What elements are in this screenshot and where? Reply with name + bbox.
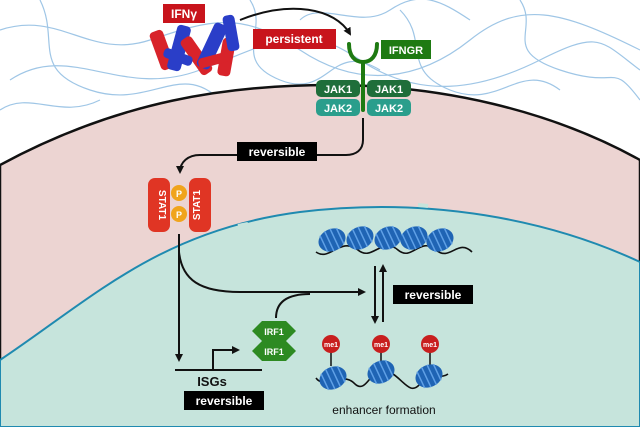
jak1-left-label: JAK1 xyxy=(324,84,352,96)
nucleosome xyxy=(318,227,346,253)
isg-promoter-arrow xyxy=(212,346,240,370)
reversible-label-1: reversible xyxy=(249,145,306,159)
stat1-right xyxy=(189,178,211,232)
nucleosome xyxy=(415,363,443,389)
phospho-top xyxy=(171,185,187,201)
me1-mark xyxy=(322,335,340,353)
enhancer-formation-label: enhancer formation xyxy=(332,403,435,417)
stat1-left xyxy=(148,178,170,232)
reversible-label-3: reversible xyxy=(405,288,462,302)
phospho-bottom xyxy=(171,206,187,222)
closed-chromatin xyxy=(318,225,454,253)
stat-to-chromatin-arrow xyxy=(178,251,366,296)
phospho-bottom-label: P xyxy=(176,210,182,220)
jak2-left xyxy=(316,99,360,116)
persistent-label-box xyxy=(253,29,336,49)
nucleus xyxy=(0,206,640,428)
irf1-top xyxy=(252,321,296,341)
me1-label: me1 xyxy=(423,342,437,349)
phospho-top-label: P xyxy=(176,189,182,199)
jak-to-stat-arrow xyxy=(176,118,364,174)
jak2-left-label: JAK2 xyxy=(324,103,352,115)
nucleosome xyxy=(374,225,402,251)
irf1-to-chromatin-arrow xyxy=(275,293,311,319)
me1-label: me1 xyxy=(374,342,388,349)
jak2-right xyxy=(367,99,411,116)
reversible-label-2: reversible xyxy=(196,394,253,408)
nucleosome xyxy=(319,365,347,391)
jak2-right-label: JAK2 xyxy=(375,103,403,115)
irf1-dimer: IRF1 IRF1 xyxy=(252,321,296,361)
nucleosome xyxy=(346,225,374,251)
jak1-left xyxy=(316,80,360,97)
closed-chromatin-dna xyxy=(315,244,473,255)
reversible-label-box-3 xyxy=(393,285,473,304)
nucleosome xyxy=(426,227,454,253)
isgs-label: ISGs xyxy=(197,374,227,389)
stat1-right-label: STAT1 xyxy=(192,189,203,220)
persistent-label: persistent xyxy=(265,32,322,46)
irf1-bottom-label: IRF1 xyxy=(264,347,284,357)
jak-complex: JAK1 JAK1 JAK2 JAK2 xyxy=(316,80,411,116)
ifngr-receptor xyxy=(347,42,379,112)
irf1-bottom xyxy=(252,341,296,361)
ifng-protein-structure xyxy=(149,14,240,77)
irf1-top-label: IRF1 xyxy=(264,327,284,337)
jak1-right xyxy=(367,80,411,97)
reversible-label-box-1 xyxy=(237,142,317,161)
ifngr-label-box xyxy=(381,40,431,59)
reversible-label-box-2 xyxy=(184,391,264,410)
me1-label: me1 xyxy=(324,342,338,349)
enhancer-chromatin: me1 me1 me1 xyxy=(315,335,449,391)
nucleosome xyxy=(367,359,395,385)
jak1-right-label: JAK1 xyxy=(375,84,403,96)
ifng-label: IFNγ xyxy=(171,7,197,21)
nucleosome xyxy=(400,225,428,251)
me1-mark xyxy=(372,335,390,353)
me1-mark xyxy=(421,335,439,353)
binding-arrow xyxy=(239,7,352,36)
stat1-dimer: STAT1 STAT1 P P xyxy=(148,178,211,232)
stat1-left-label: STAT1 xyxy=(156,190,167,221)
ifng-label-box xyxy=(163,4,205,23)
ifngr-label: IFNGR xyxy=(389,45,423,57)
